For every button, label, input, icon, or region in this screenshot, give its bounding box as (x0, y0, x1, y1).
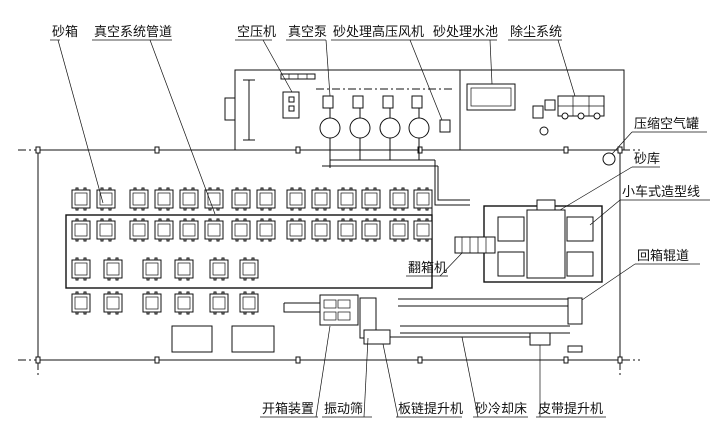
flask-box (179, 187, 199, 211)
flask-box (96, 218, 116, 242)
flask-box (209, 257, 229, 281)
flask-box (204, 218, 224, 242)
label-sand-pool: 砂处理水池 (433, 25, 498, 40)
flask-box (142, 257, 162, 281)
label-air-compressor: 空压机 (237, 25, 276, 40)
flask-box (361, 218, 381, 242)
flask-box (239, 257, 259, 281)
label-vacuum-pump: 真空泵 (288, 25, 327, 40)
flask-box (204, 187, 224, 211)
flask-box (129, 218, 149, 242)
flask-box (103, 291, 123, 315)
label-vacuum-pipe: 真空系统管道 (94, 25, 172, 40)
dust-collector (532, 95, 605, 136)
label-shakeout: 开箱装置 (262, 401, 314, 417)
label-cooling-bed: 砂冷却床 (475, 402, 527, 417)
flask-box (154, 218, 174, 242)
sand-pool-tank (466, 83, 516, 111)
label-belt-elevator: 皮带提升机 (538, 401, 603, 417)
flask-box (337, 187, 357, 211)
flask-box (413, 187, 433, 211)
label-air-tank: 压缩空气罐 (634, 116, 699, 132)
label-vibrating-screen: 振动筛 (324, 402, 363, 417)
flask-box (231, 218, 251, 242)
label-molding-line: 小车式造型线 (622, 184, 700, 200)
label-sand-silo: 砂库 (634, 151, 660, 167)
labels: 砂箱 真空系统管道 空压机 真空泵 砂处理高压风机 砂处理水池 除尘系统 压缩空… (52, 24, 700, 417)
flask-box (389, 187, 409, 211)
air-tank-symbol (602, 152, 616, 166)
flask-box (286, 187, 306, 211)
label-dust-removal: 除尘系统 (510, 25, 562, 40)
flask-box (142, 291, 162, 315)
sand-silo-molding-area (483, 199, 603, 283)
label-return-roller: 回箱辊道 (637, 248, 689, 264)
flask-box (71, 218, 91, 242)
air-compressor-unit (224, 73, 316, 141)
flask-box (154, 187, 174, 211)
flask-box (311, 187, 331, 211)
flask-box (231, 187, 251, 211)
label-sand-box: 砂箱 (52, 24, 78, 40)
label-flask-turner: 翻箱机 (408, 260, 447, 276)
vacuum-pump-group (316, 88, 470, 206)
leader-lines (50, 39, 710, 418)
flask-turner-unit (454, 236, 496, 254)
flask-box (174, 257, 194, 281)
column-marks-bottom (35, 356, 623, 364)
shakeout-area (319, 294, 583, 353)
flask-box (129, 187, 149, 211)
flask-box (71, 187, 91, 211)
flask-box (337, 218, 357, 242)
flask-box (71, 257, 91, 281)
flask-box (209, 291, 229, 315)
label-sand-fan: 砂处理高压风机 (333, 24, 424, 40)
flask-array (71, 187, 433, 315)
flask-box (103, 257, 123, 281)
flask-box (413, 218, 433, 242)
flask-box (71, 291, 91, 315)
flask-box (179, 218, 199, 242)
label-bucket-elevator: 板链提升机 (398, 401, 463, 417)
flask-box (286, 218, 306, 242)
pit-blocks (171, 325, 275, 353)
flask-box (311, 218, 331, 242)
flask-box (96, 187, 116, 211)
flask-box (174, 291, 194, 315)
flask-box (239, 291, 259, 315)
flask-box (361, 187, 381, 211)
flask-box (256, 218, 276, 242)
flask-box (256, 187, 276, 211)
building-outline (18, 69, 640, 378)
column-marks-top (35, 146, 623, 154)
flask-box (389, 218, 409, 242)
